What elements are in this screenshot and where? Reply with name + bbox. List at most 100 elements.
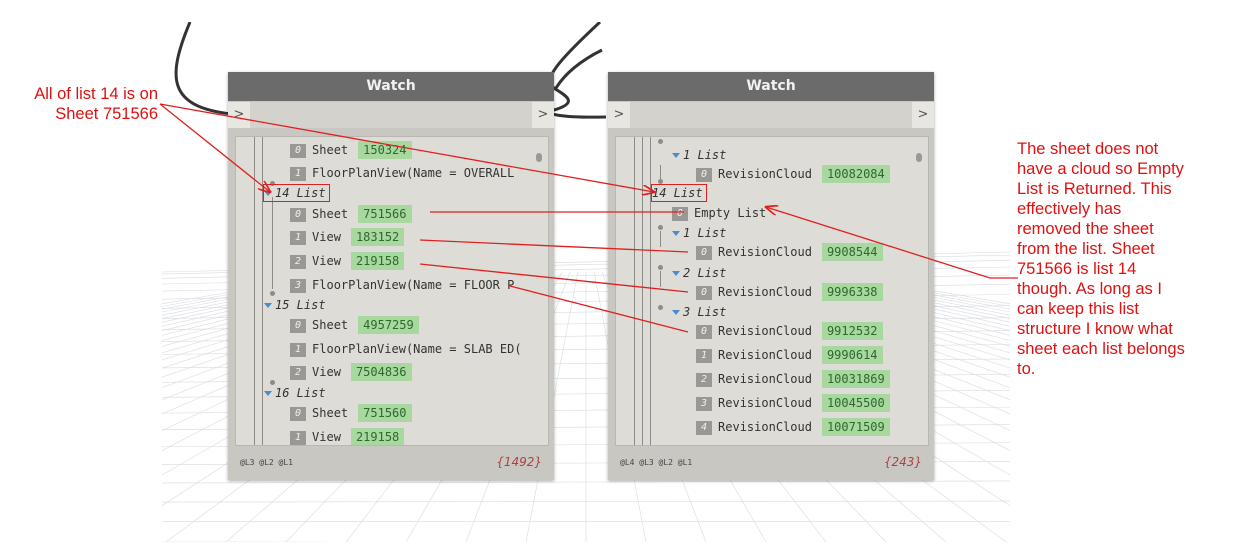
item-label: View: [312, 365, 341, 379]
expand-triangle-icon[interactable]: [672, 153, 680, 158]
input-port[interactable]: >: [608, 102, 630, 128]
item-value: 10045500: [821, 394, 890, 412]
list-header-1[interactable]: 1 List: [672, 145, 726, 165]
list-header-2[interactable]: 2 List: [672, 263, 726, 283]
item-value: 7504836: [350, 363, 412, 381]
annotation-line: effectively has: [1017, 200, 1122, 218]
list-label: 14 List: [275, 186, 326, 200]
item-value: 9996338: [821, 283, 883, 301]
list-label: 3 List: [683, 305, 727, 319]
index-badge: 2: [290, 366, 307, 380]
expand-triangle-icon[interactable]: [264, 191, 272, 196]
index-badge: 0: [290, 144, 307, 158]
annotation-left: All of list 14 is on Sheet 751566: [6, 84, 158, 124]
list-header-15[interactable]: 15 List: [264, 295, 326, 315]
item-value: 751566: [358, 205, 412, 223]
annotation-line: The sheet does not: [1017, 140, 1159, 158]
tree-node-dot: [270, 291, 275, 296]
list-item[interactable]: 2 View 7504836: [290, 362, 412, 382]
index-badge: 0: [696, 325, 713, 339]
list-label: 15 List: [275, 298, 326, 312]
list-header-3[interactable]: 3 List: [672, 302, 726, 322]
item-label: FloorPlanView(Name = FLOOR P: [312, 278, 515, 292]
list-header-16[interactable]: 16 List: [264, 383, 326, 403]
index-badge: 4: [696, 421, 713, 435]
scrollbar-thumb[interactable]: [916, 153, 922, 162]
index-badge: 0: [696, 168, 713, 182]
index-badge: 0: [696, 246, 713, 260]
index-badge: 3: [696, 397, 713, 411]
expand-triangle-icon[interactable]: [672, 271, 680, 276]
tree-node-dot: [658, 179, 663, 184]
expand-triangle-icon[interactable]: [672, 231, 680, 236]
annotation-line: List is Returned. This: [1017, 180, 1172, 198]
expand-triangle-icon[interactable]: [672, 310, 680, 315]
watch-footer: @L3 @L2 @L1 {1492}: [228, 446, 554, 480]
annotation-right: The sheet does not have a cloud so Empty…: [1017, 139, 1232, 379]
list-label: 1 List: [683, 226, 727, 240]
list-item[interactable]: 4 RevisionCloud 10071509: [696, 417, 890, 437]
port-row: > >: [228, 102, 554, 128]
item-value: 751560: [358, 404, 412, 422]
list-levels[interactable]: @L4 @L3 @L2 @L1: [620, 458, 693, 467]
port-row: > >: [608, 102, 934, 128]
tree-guide-l4: [660, 165, 661, 181]
tree-node-dot: [658, 225, 663, 230]
list-header-14[interactable]: 14 List: [263, 184, 330, 202]
item-label: RevisionCloud: [718, 396, 812, 410]
item-value: 10071509: [821, 418, 890, 436]
annotation-line: All of list 14 is on: [34, 85, 158, 103]
expand-triangle-icon[interactable]: [264, 391, 272, 396]
annotation-line: sheet each list belongs: [1017, 340, 1185, 358]
annotation-line: removed the sheet: [1017, 220, 1154, 238]
list-label: 14 List: [652, 186, 703, 200]
watch-footer: @L4 @L3 @L2 @L1 {243}: [608, 446, 934, 480]
index-badge: 1: [290, 231, 307, 245]
index-badge: 1: [290, 167, 307, 181]
list-label: 16 List: [275, 386, 326, 400]
item-value: 183152: [350, 228, 405, 246]
scrollbar-thumb[interactable]: [536, 153, 542, 162]
item-label: View: [312, 254, 341, 268]
list-item[interactable]: 3 RevisionCloud 10045500: [696, 393, 890, 413]
item-label: RevisionCloud: [718, 372, 812, 386]
node-title[interactable]: Watch: [608, 72, 934, 101]
list-header-14[interactable]: 14 List: [651, 184, 707, 202]
tree-guide-l3: [272, 197, 273, 289]
output-port[interactable]: >: [912, 102, 934, 128]
expand-triangle-icon[interactable]: [264, 303, 272, 308]
item-count: {243}: [883, 455, 922, 469]
node-title[interactable]: Watch: [228, 72, 554, 101]
list-header-1[interactable]: 1 List: [672, 223, 726, 243]
input-port[interactable]: >: [228, 102, 250, 128]
item-value: 9990614: [821, 346, 883, 364]
item-value: 10031869: [821, 370, 890, 388]
item-label: RevisionCloud: [718, 420, 812, 434]
list-levels[interactable]: @L3 @L2 @L1: [240, 458, 293, 467]
tree-guide-l3: [650, 137, 651, 445]
output-port[interactable]: >: [532, 102, 554, 128]
annotation-line: can keep this list: [1017, 300, 1139, 318]
